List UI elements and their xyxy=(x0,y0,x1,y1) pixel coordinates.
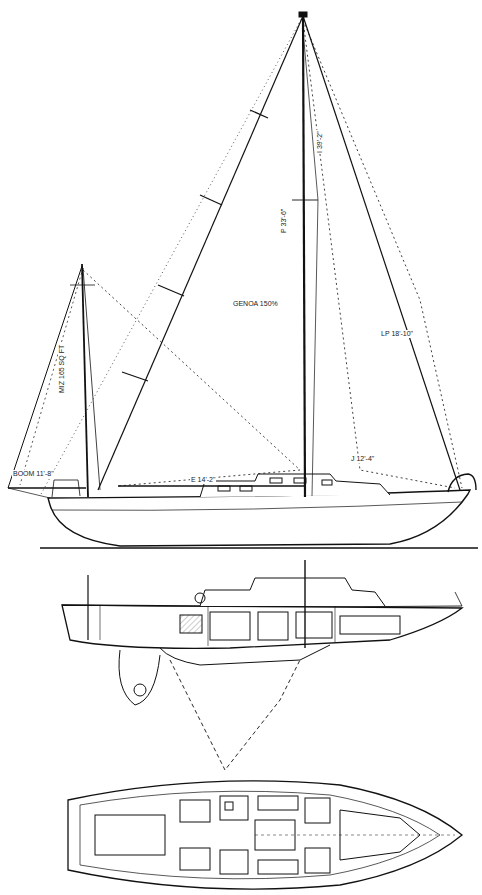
hull xyxy=(48,490,470,546)
quarter-berth xyxy=(180,800,210,822)
mizzen-sheet xyxy=(8,488,50,498)
boot-stripe xyxy=(52,502,462,510)
cockpit xyxy=(95,815,165,855)
cabin-profile xyxy=(200,578,385,606)
settee xyxy=(258,860,298,874)
galley xyxy=(210,612,250,640)
mast-stub xyxy=(304,560,305,648)
main-mast xyxy=(303,14,305,497)
main-leech xyxy=(98,16,303,490)
mizzen-boom xyxy=(8,487,86,488)
backstay xyxy=(40,16,303,496)
centerline xyxy=(255,835,455,836)
galley-plan xyxy=(220,796,248,820)
batten xyxy=(122,372,148,381)
locker xyxy=(258,612,288,640)
mizzen-backstay xyxy=(8,266,82,488)
head xyxy=(296,612,332,638)
mizzen-staysail xyxy=(83,270,300,486)
batten xyxy=(158,285,184,296)
batten xyxy=(200,195,222,205)
accommodation-plan xyxy=(68,781,462,889)
shroud xyxy=(312,200,318,496)
inboard-profile xyxy=(62,560,462,770)
chart-table xyxy=(220,850,248,874)
dimension-label: P 33'-6" xyxy=(280,208,288,234)
engine xyxy=(180,615,202,633)
deck-outline xyxy=(68,781,462,889)
dimension-label: LP 18'-10" xyxy=(380,330,414,338)
sink xyxy=(225,802,233,810)
mizzen-forestay xyxy=(83,268,100,490)
dimension-label: I 39'-2" xyxy=(316,130,324,154)
bulkhead xyxy=(100,606,101,640)
rudder xyxy=(119,650,160,705)
port-light xyxy=(322,480,332,485)
jib-outline xyxy=(303,20,462,488)
winch xyxy=(195,593,205,603)
stem-fitting xyxy=(455,592,462,606)
sail-label: MIZ 165 SQ FT xyxy=(58,344,66,394)
bow-pulpit xyxy=(448,474,476,492)
sail-label: GENOA 150% xyxy=(232,300,279,308)
dimension-label: J 12'-4" xyxy=(350,455,375,463)
shroud xyxy=(303,30,318,200)
batten xyxy=(250,110,268,118)
genoa-outline xyxy=(303,20,455,488)
sail-plan xyxy=(8,12,478,548)
quarter-berth xyxy=(180,848,210,870)
head-plan xyxy=(305,798,330,823)
forestay xyxy=(303,16,460,490)
main-boom xyxy=(118,485,304,487)
port-light xyxy=(270,478,282,483)
mizzen-stub xyxy=(87,575,88,640)
inner-hull xyxy=(80,791,440,879)
dimension-label: E 14'-2" xyxy=(190,476,216,484)
centerboard xyxy=(170,660,300,770)
hanging-locker xyxy=(305,848,330,873)
settee xyxy=(258,796,298,810)
hull-profile xyxy=(62,605,462,648)
propeller xyxy=(134,684,146,696)
keel-body xyxy=(160,645,330,665)
dimension-label: BOOM 11'-8" xyxy=(12,470,55,478)
bulkhead xyxy=(208,606,209,646)
v-berth xyxy=(340,616,400,634)
ground-line xyxy=(40,547,478,549)
mizzen-leech xyxy=(20,268,83,485)
spreader xyxy=(292,200,318,201)
spreader xyxy=(70,285,95,286)
bulkhead xyxy=(335,606,336,642)
